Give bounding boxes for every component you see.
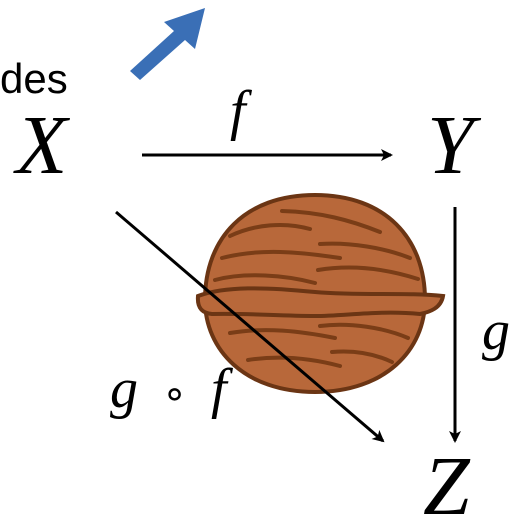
composite-f: f — [211, 358, 234, 420]
node-z: Z — [423, 440, 471, 519]
node-x: X — [13, 99, 71, 192]
composite-operator: ∘ — [162, 371, 187, 417]
label-composite: g ∘ f — [110, 358, 234, 420]
blue-arrow-icon — [130, 8, 205, 80]
label-g: g — [482, 300, 510, 362]
node-y: Y — [427, 99, 482, 192]
walnut-icon — [195, 192, 446, 395]
arrow-composite — [115, 210, 385, 443]
composite-g: g — [110, 358, 138, 420]
label-f: f — [230, 80, 253, 142]
corner-text: des — [0, 55, 68, 102]
